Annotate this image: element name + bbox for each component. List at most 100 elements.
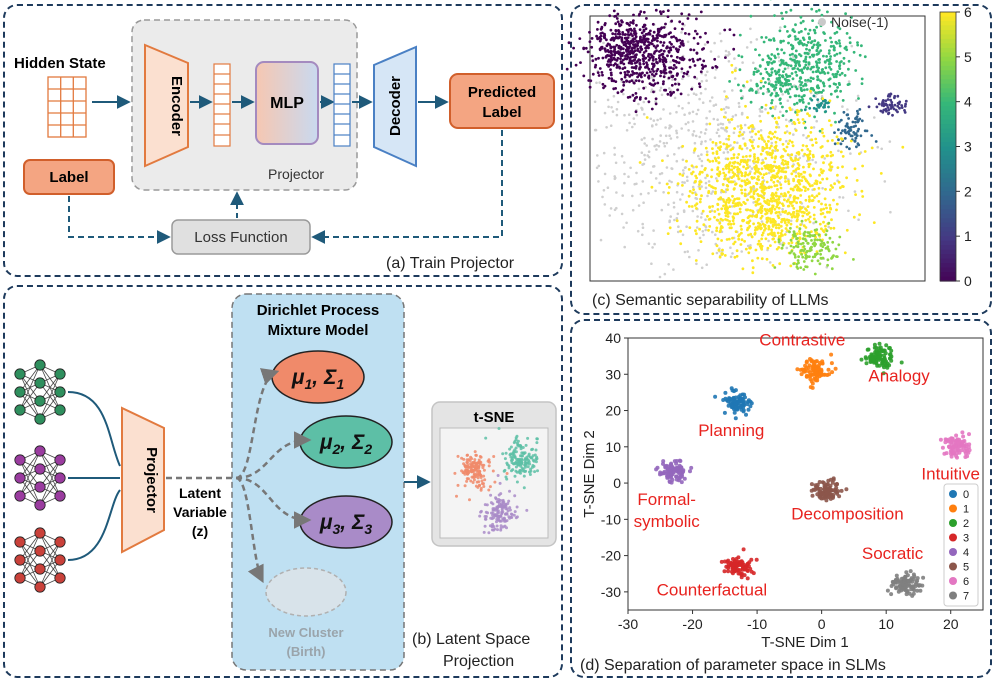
panel-b-caption-line2: Projection bbox=[443, 653, 514, 670]
legend-entry-6: 6 bbox=[963, 576, 969, 588]
projector-trapezoid bbox=[121, 406, 165, 554]
dpmm-cluster-2: μ2, Σ2 bbox=[299, 415, 393, 469]
panel-d-frame bbox=[570, 319, 992, 678]
label-box bbox=[23, 159, 115, 195]
noise-legend-label: Noise(-1) bbox=[831, 14, 889, 30]
legend-entry-3: 3 bbox=[963, 533, 969, 545]
panel-b-frame bbox=[3, 285, 563, 678]
d-xtick: -10 bbox=[747, 616, 767, 632]
dpmm-cluster-label-1: μ1, Σ1 bbox=[291, 366, 345, 392]
tsne-mini-cluster-1 bbox=[453, 450, 509, 502]
d-ytick: -10 bbox=[601, 511, 621, 527]
embedding-cluster-0 bbox=[565, 8, 736, 114]
new-cluster-ellipse bbox=[265, 567, 347, 617]
predicted-label-box bbox=[449, 73, 555, 129]
d-ytick: 30 bbox=[605, 366, 621, 382]
d-ytick: 0 bbox=[613, 475, 621, 491]
dpmm-cluster-label-2: μ2, Σ2 bbox=[319, 431, 373, 457]
scatter-cluster-5 bbox=[809, 476, 849, 503]
latent-variable-line1: Latent bbox=[179, 485, 221, 501]
decoder-label: Decoder bbox=[387, 76, 404, 136]
panel-d-plot-frame bbox=[627, 337, 984, 611]
encoder-trapezoid bbox=[144, 43, 189, 168]
encoder-label: Encoder bbox=[168, 76, 185, 136]
cluster-label-3: Counterfactual bbox=[657, 581, 768, 600]
d-xtick: 10 bbox=[878, 616, 894, 632]
scatter-cluster-2 bbox=[859, 341, 904, 376]
hidden-state-label: Hidden State bbox=[14, 55, 106, 72]
scatter-cluster-4 bbox=[654, 458, 694, 485]
embedding-cluster-1 bbox=[867, 92, 908, 117]
latent-vector-blue bbox=[333, 63, 351, 147]
d-ytick: 20 bbox=[605, 403, 621, 419]
predicted-label-line1: Predicted bbox=[468, 84, 536, 101]
legend-entry-1: 1 bbox=[963, 504, 969, 516]
panel-c-plot-frame bbox=[589, 15, 926, 282]
predicted-label-line2: Label bbox=[482, 104, 521, 121]
latent-vector-orange bbox=[213, 63, 231, 147]
new-cluster-line2: (Birth) bbox=[287, 644, 326, 659]
panel-b-caption-line1: (b) Latent Space bbox=[412, 631, 530, 648]
dpmm-cluster-1: μ1, Σ1 bbox=[271, 350, 365, 404]
tsne-mini-cluster-3 bbox=[478, 474, 529, 535]
colorbar-tick-2: 2 bbox=[964, 183, 972, 199]
mlp-box bbox=[255, 61, 319, 145]
tsne-title: t-SNE bbox=[474, 409, 515, 426]
colorbar-tick-5: 5 bbox=[964, 49, 972, 65]
projector-box-label: Projector bbox=[268, 166, 324, 182]
scatter-cluster-6 bbox=[938, 430, 972, 460]
d-xlabel: T-SNE Dim 1 bbox=[761, 634, 849, 651]
panel-a-frame bbox=[3, 4, 563, 277]
colorbar-tick-4: 4 bbox=[964, 94, 972, 110]
loss-function-box bbox=[171, 219, 311, 255]
panel-c-frame bbox=[570, 4, 992, 315]
embedding-cluster-4 bbox=[728, 0, 867, 133]
neural-network-icon-3 bbox=[14, 527, 66, 593]
legend-entry-7: 7 bbox=[963, 591, 969, 603]
colorbar-tick-1: 1 bbox=[964, 228, 972, 244]
cluster-label-4: symbolic bbox=[634, 512, 701, 531]
panel-d-caption: (d) Separation of parameter space in SLM… bbox=[580, 657, 886, 674]
colorbar-tick-0: 0 bbox=[964, 273, 972, 289]
scatter-cluster-1 bbox=[795, 352, 838, 390]
colorbar-tick-3: 3 bbox=[964, 139, 972, 155]
d-xtick: -30 bbox=[618, 616, 638, 632]
dpmm-title-line2: Mixture Model bbox=[268, 322, 369, 339]
neural-network-icon-1 bbox=[14, 359, 66, 425]
d-xtick: 20 bbox=[943, 616, 959, 632]
legend-entry-5: 5 bbox=[963, 562, 969, 574]
d-ytick: -30 bbox=[601, 584, 621, 600]
scatter-cluster-3 bbox=[719, 547, 759, 581]
decoder-trapezoid bbox=[373, 45, 417, 168]
embedding-cluster-3 bbox=[803, 94, 831, 113]
colorbar-tick-6: 6 bbox=[964, 4, 972, 20]
scatter-cluster-0 bbox=[713, 386, 754, 421]
d-ytick: 40 bbox=[605, 330, 621, 346]
noise-legend-marker bbox=[818, 18, 826, 26]
panel-c-caption: (c) Semantic separability of LLMs bbox=[592, 292, 829, 309]
cluster-label-7: Socratic bbox=[862, 544, 924, 563]
d-xtick: 0 bbox=[818, 616, 826, 632]
colorbar: 0 1 2 3 4 5 6 bbox=[939, 4, 972, 289]
panel-a-caption: (a) Train Projector bbox=[386, 255, 515, 272]
neural-network-icon-2 bbox=[14, 445, 66, 511]
hidden-state-grid bbox=[47, 76, 87, 138]
new-cluster-line1: New Cluster bbox=[268, 625, 343, 640]
d-xtick: -20 bbox=[682, 616, 702, 632]
cluster-label-1: Contrastive bbox=[759, 330, 845, 349]
cluster-label-4: Formal- bbox=[637, 490, 696, 509]
legend-entry-0: 0 bbox=[963, 489, 969, 501]
dpmm-cluster-label-3: μ3, Σ3 bbox=[319, 511, 373, 537]
tsne-mini-cluster-2 bbox=[484, 427, 539, 490]
d-ylabel: T-SNE Dim 2 bbox=[581, 430, 598, 518]
label-box-text: Label bbox=[49, 169, 88, 186]
cluster-label-5: Decomposition bbox=[791, 504, 903, 523]
latent-variable-line2: Variable bbox=[173, 504, 227, 520]
d-ytick: -20 bbox=[601, 548, 621, 564]
scatter-legend: 0 1 2 3 4 5 6 7 bbox=[943, 483, 979, 607]
legend-entry-4: 4 bbox=[963, 547, 969, 559]
loss-function-label: Loss Function bbox=[194, 229, 287, 246]
legend-entry-2: 2 bbox=[963, 518, 969, 530]
mlp-label: MLP bbox=[270, 95, 304, 112]
dpmm-title-line1: Dirichlet Process bbox=[257, 302, 380, 319]
